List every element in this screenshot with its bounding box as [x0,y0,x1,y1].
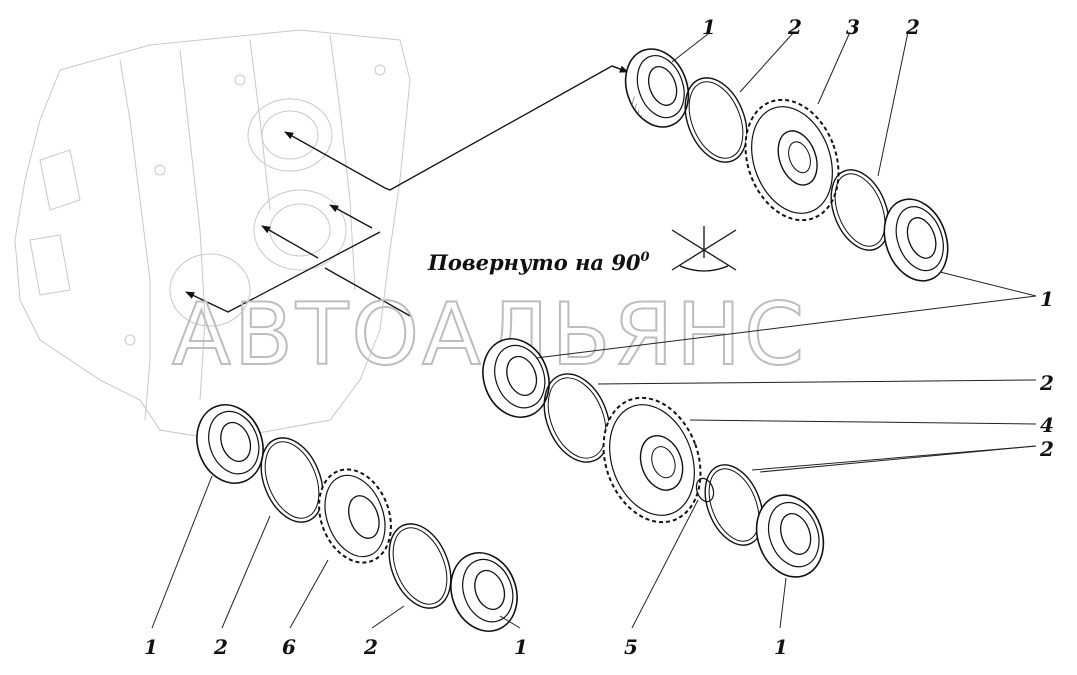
callout-1-right: 1 [1040,287,1054,311]
small-ring-5 [695,477,715,503]
snap-ring-middle-right [704,464,764,546]
gear-6 [318,468,392,564]
callout-3: 3 [846,15,860,39]
callout-5: 5 [624,635,638,659]
callout-1-bottom-a: 1 [144,635,158,659]
rotation-caption: Повернуто на 900 [427,250,650,275]
ball-bearing-lower-right [755,494,825,578]
rotation-symbol [671,226,737,272]
callout-2-top-b: 2 [905,15,920,39]
gear-4 [602,396,702,524]
snap-ring-top-2 [830,169,890,251]
callout-1-bottom-b: 1 [514,635,528,659]
callout-2-top-a: 2 [787,15,802,39]
callout-1-bottom-c: 1 [774,635,788,659]
ball-bearing-lower-middle [450,552,518,632]
assembly-arrows [185,65,629,318]
callout-6: 6 [282,635,296,659]
ball-bearing-middle [482,338,550,418]
callout-4: 4 [1040,413,1054,437]
callout-1-top: 1 [702,15,716,39]
leader-lines [151,31,1037,629]
gearbox-housing-outline [14,29,411,441]
ball-bearing-lower-left [196,404,264,484]
ball-bearing-top-left [624,48,690,128]
callout-2-bottom-a: 2 [213,635,228,659]
ball-bearing-top-right [883,198,949,282]
snap-ring-top-1 [684,77,748,163]
callout-2-bottom-b: 2 [363,635,378,659]
callout-2-right-b: 2 [1039,437,1054,461]
gear-3 [744,98,840,222]
snap-ring-lower-middle [388,523,452,609]
snap-ring-lower-left [260,437,324,523]
callout-numbers: 1 2 3 2 1 2 4 2 1 2 6 2 1 5 1 [144,15,1054,659]
callout-2-right-a: 2 [1039,371,1054,395]
